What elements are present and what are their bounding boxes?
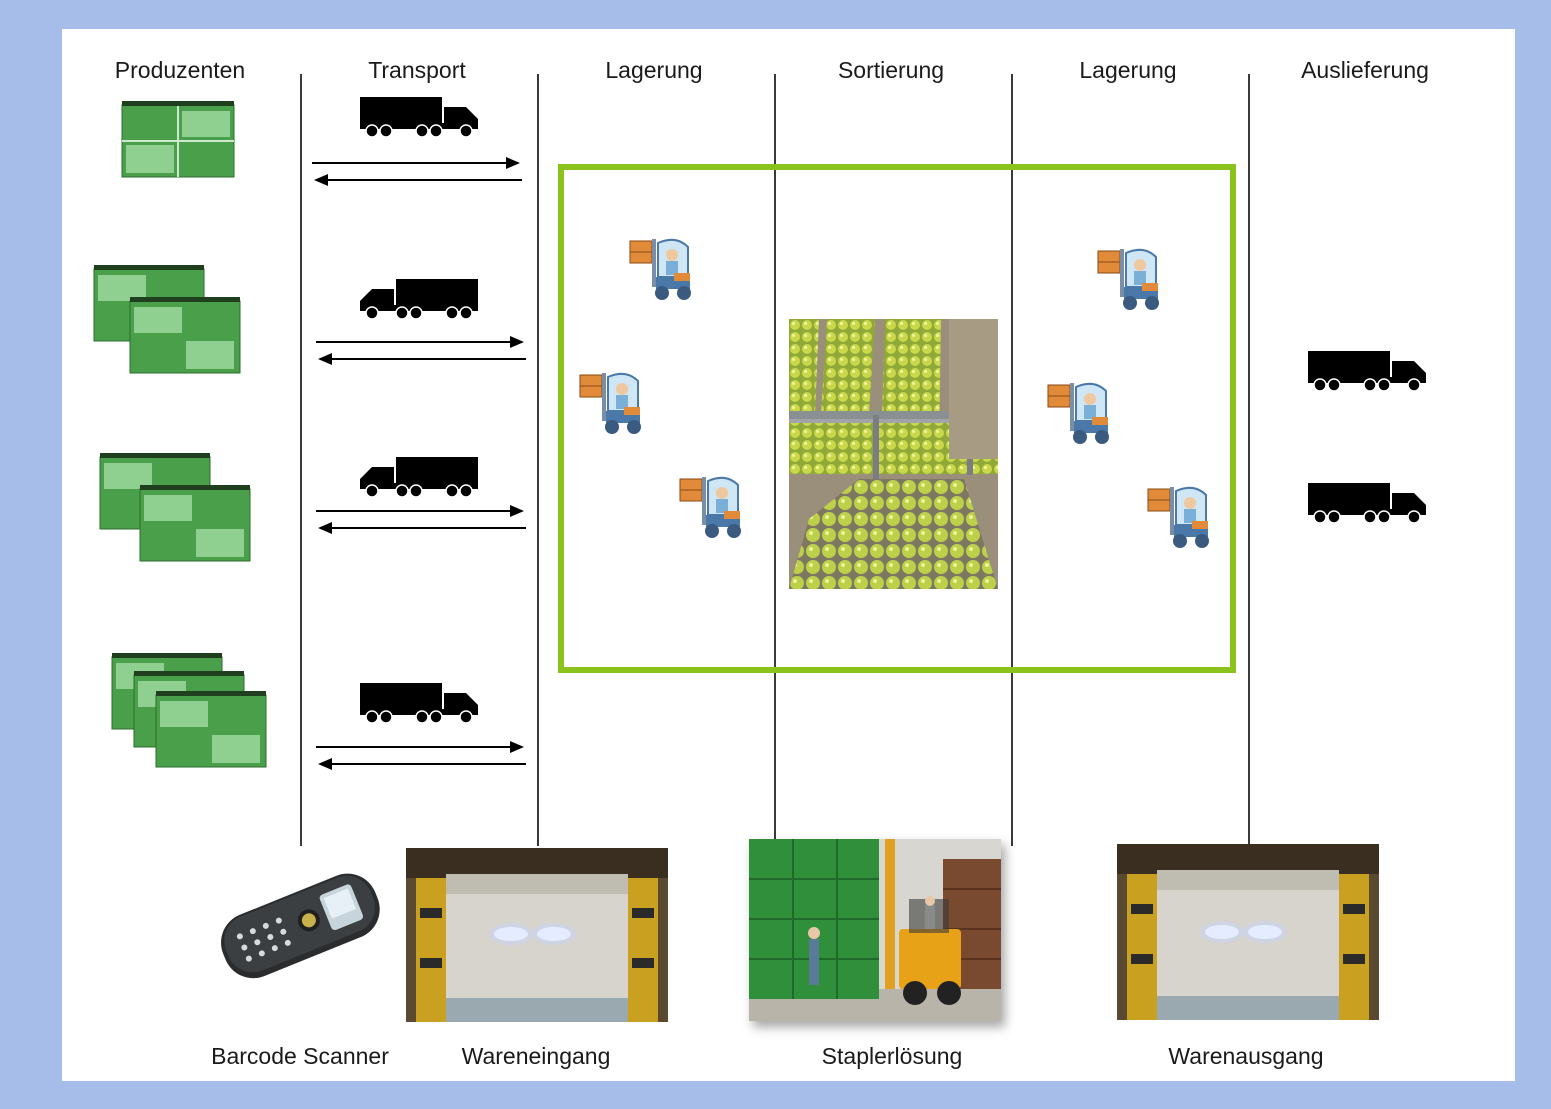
forklift-worker-icon	[629, 238, 691, 300]
truck-icon	[360, 279, 478, 320]
truck-icon	[360, 457, 478, 498]
bidirectional-arrows-icon	[312, 157, 522, 186]
apple-sorting-photo	[789, 319, 998, 589]
forklift-worker-icon	[1097, 248, 1159, 310]
inbound-dock-photo	[406, 848, 668, 1022]
header-auslieferung: Auslieferung	[1301, 57, 1429, 83]
column-divider	[537, 74, 539, 846]
truck-icon	[360, 683, 478, 724]
column-divider	[1011, 74, 1013, 846]
header-lagerung-2: Lagerung	[1079, 57, 1177, 83]
bidirectional-arrows-icon	[316, 741, 526, 770]
bidirectional-arrows-icon	[316, 336, 526, 365]
column-divider	[1248, 74, 1250, 846]
header-produzenten: Produzenten	[114, 57, 246, 83]
caption-wareneingang: Wareneingang	[461, 1043, 611, 1069]
forklift-worker-icon	[679, 476, 741, 538]
bidirectional-arrows-icon	[316, 505, 526, 534]
header-transport: Transport	[368, 57, 466, 83]
truck-icon	[1308, 351, 1426, 392]
truck-icon	[1308, 483, 1426, 524]
pallet-stack-icon	[99, 453, 251, 562]
barcode-scanner-icon	[221, 873, 380, 979]
outbound-dock-photo	[1117, 844, 1379, 1020]
pallet-stack-icon	[111, 653, 267, 768]
forklift-worker-icon	[1047, 382, 1109, 444]
truck-icon	[360, 97, 478, 138]
column-divider	[300, 74, 302, 846]
header-lagerung-1: Lagerung	[605, 57, 703, 83]
column-divider	[774, 74, 776, 846]
caption-warenausgang: Warenausgang	[1168, 1043, 1324, 1069]
diagram-panel: Produzenten Transport Lagerung Sortierun…	[62, 29, 1515, 1081]
forklift-worker-icon	[1147, 486, 1209, 548]
storage-sorting-zone	[558, 164, 1236, 673]
pallet-stack-icon	[93, 265, 241, 374]
pallet-stack-icon	[121, 101, 235, 178]
caption-staplerloesung: Staplerlösung	[821, 1043, 963, 1069]
forklift-worker-icon	[579, 372, 641, 434]
caption-barcode-scanner: Barcode Scanner	[211, 1043, 389, 1069]
header-sortierung: Sortierung	[837, 57, 945, 83]
forklift-solution-photo	[749, 839, 1001, 1021]
